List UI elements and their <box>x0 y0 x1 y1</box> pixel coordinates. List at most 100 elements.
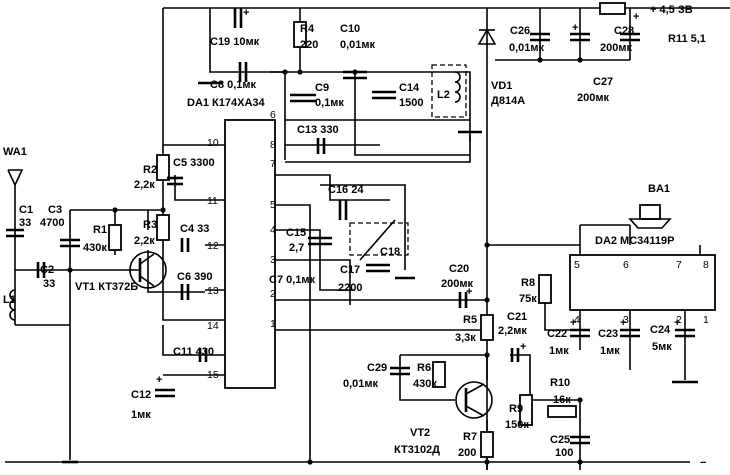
label-vd1-type: Д814А <box>491 95 525 107</box>
label-minus: − <box>700 457 706 469</box>
label-c6: C6 390 <box>177 271 212 283</box>
label-ba1: BA1 <box>648 183 670 195</box>
label-c24-val: 5мк <box>652 341 672 353</box>
capacitor-c18-box <box>349 222 409 256</box>
pin-3: 3 <box>270 254 276 266</box>
label-r6-val: 430к <box>413 378 437 390</box>
label-vt2: VT2 <box>410 427 430 439</box>
pin-13: 13 <box>207 285 219 297</box>
plus-c28: + <box>633 11 639 23</box>
label-c3-val: 4700 <box>40 217 64 229</box>
pin-5: 5 <box>270 199 276 211</box>
label-r8-val: 75к <box>519 293 537 305</box>
label-c20: C20 <box>449 263 469 275</box>
plus-c22: + <box>570 317 576 329</box>
resistor-r5 <box>480 314 494 341</box>
resistor-r11 <box>599 2 626 15</box>
resistor-r4 <box>293 21 307 48</box>
label-c3: C3 <box>48 204 62 216</box>
pin-8: 8 <box>270 139 276 151</box>
label-r4: R4 <box>300 23 315 35</box>
ic-da1-body <box>224 119 276 389</box>
label-c1: C1 <box>19 204 33 216</box>
label-c15: C15 <box>286 227 306 239</box>
da2-pin-6: 6 <box>623 259 629 271</box>
inductor-l1 <box>9 289 16 321</box>
label-l1: L1 <box>3 294 16 306</box>
label-da2: DA2 MC34119P <box>595 235 675 247</box>
label-vd1: VD1 <box>491 80 512 92</box>
da2-pin-1: 1 <box>703 314 709 326</box>
da2-pin-4: 4 <box>574 314 580 326</box>
label-c9: C9 <box>315 82 329 94</box>
label-c21: C21 <box>507 311 527 323</box>
pin-14: 14 <box>207 320 219 332</box>
label-r2: R2 <box>143 164 157 176</box>
pin-1: 1 <box>270 318 276 330</box>
components <box>6 2 716 465</box>
label-r1: R1 <box>93 224 107 236</box>
pin-15: 15 <box>207 369 219 381</box>
resistor-r8 <box>538 274 552 304</box>
label-c26-val: 0,01мк <box>509 42 545 54</box>
plus-c23: + <box>620 317 626 329</box>
label-c8: C8 0,1мк <box>210 79 257 91</box>
label-c15-val: 2,7 <box>289 242 304 254</box>
label-r5: R5 <box>463 314 477 326</box>
label-r10: R10 <box>550 377 570 389</box>
resistor-r7 <box>480 431 494 458</box>
label-r7: R7 <box>463 431 477 443</box>
label-r9-val: 150к <box>505 419 529 431</box>
label-r9: R9 <box>509 403 523 415</box>
label-r11: R11 5,1 <box>668 33 706 45</box>
label-c19: C19 10мк <box>210 36 260 48</box>
plus-c24: + <box>674 317 680 329</box>
label-r8: R8 <box>521 277 535 289</box>
label-r5-val: 3,3к <box>455 332 476 344</box>
label-c4: C4 33 <box>180 223 209 235</box>
pin-6: 6 <box>270 109 276 121</box>
transistor-vt2 <box>455 381 493 419</box>
label-c2-val: 33 <box>43 278 55 290</box>
label-c29-val: 0,01мк <box>343 378 379 390</box>
label-c29: C29 <box>367 362 387 374</box>
label-c1-val: 33 <box>19 217 31 229</box>
resistor-r9 <box>519 394 533 426</box>
speaker-ba1 <box>639 204 661 220</box>
label-c26: C26 <box>510 25 530 37</box>
da2-pin-8: 8 <box>703 259 709 271</box>
resistor-r1 <box>108 224 122 251</box>
label-c10: C10 <box>340 23 360 35</box>
da2-pin-5: 5 <box>574 259 580 271</box>
label-c5: C5 3300 <box>173 157 215 169</box>
label-c17-val: 2200 <box>338 282 362 294</box>
label-c11: C11 430 <box>173 346 214 358</box>
label-c23-val: 1мк <box>600 345 620 357</box>
label-c21-val: 2,2мк <box>498 325 527 337</box>
label-wa1: WA1 <box>3 146 27 158</box>
label-c28-val: 200мк <box>600 42 632 54</box>
inductor-l2 <box>454 71 461 103</box>
resistor-r10 <box>547 405 577 418</box>
label-r1-val: 430к <box>83 242 107 254</box>
label-c9-val: 0,1мк <box>315 97 344 109</box>
plus-c19: + <box>243 7 249 19</box>
pin-4: 4 <box>270 224 276 236</box>
resistor-r6 <box>432 361 446 388</box>
da2-pin-7: 7 <box>676 259 682 271</box>
transistor-vt1 <box>129 251 167 289</box>
label-c28: C28 <box>614 25 634 37</box>
resistor-r3 <box>156 214 170 241</box>
label-c13: C13 330 <box>297 124 339 136</box>
label-c7: C7 0,1мк <box>269 274 316 286</box>
pin-12: 12 <box>207 240 219 252</box>
da2-pin-2: 2 <box>676 314 682 326</box>
label-c22-val: 1мк <box>549 345 569 357</box>
label-r4-val: 220 <box>300 39 318 51</box>
pin-11: 11 <box>207 195 218 207</box>
label-c14-val: 1500 <box>399 97 423 109</box>
label-r6: R6 <box>417 362 431 374</box>
label-c12-val: 1мк <box>131 409 151 421</box>
